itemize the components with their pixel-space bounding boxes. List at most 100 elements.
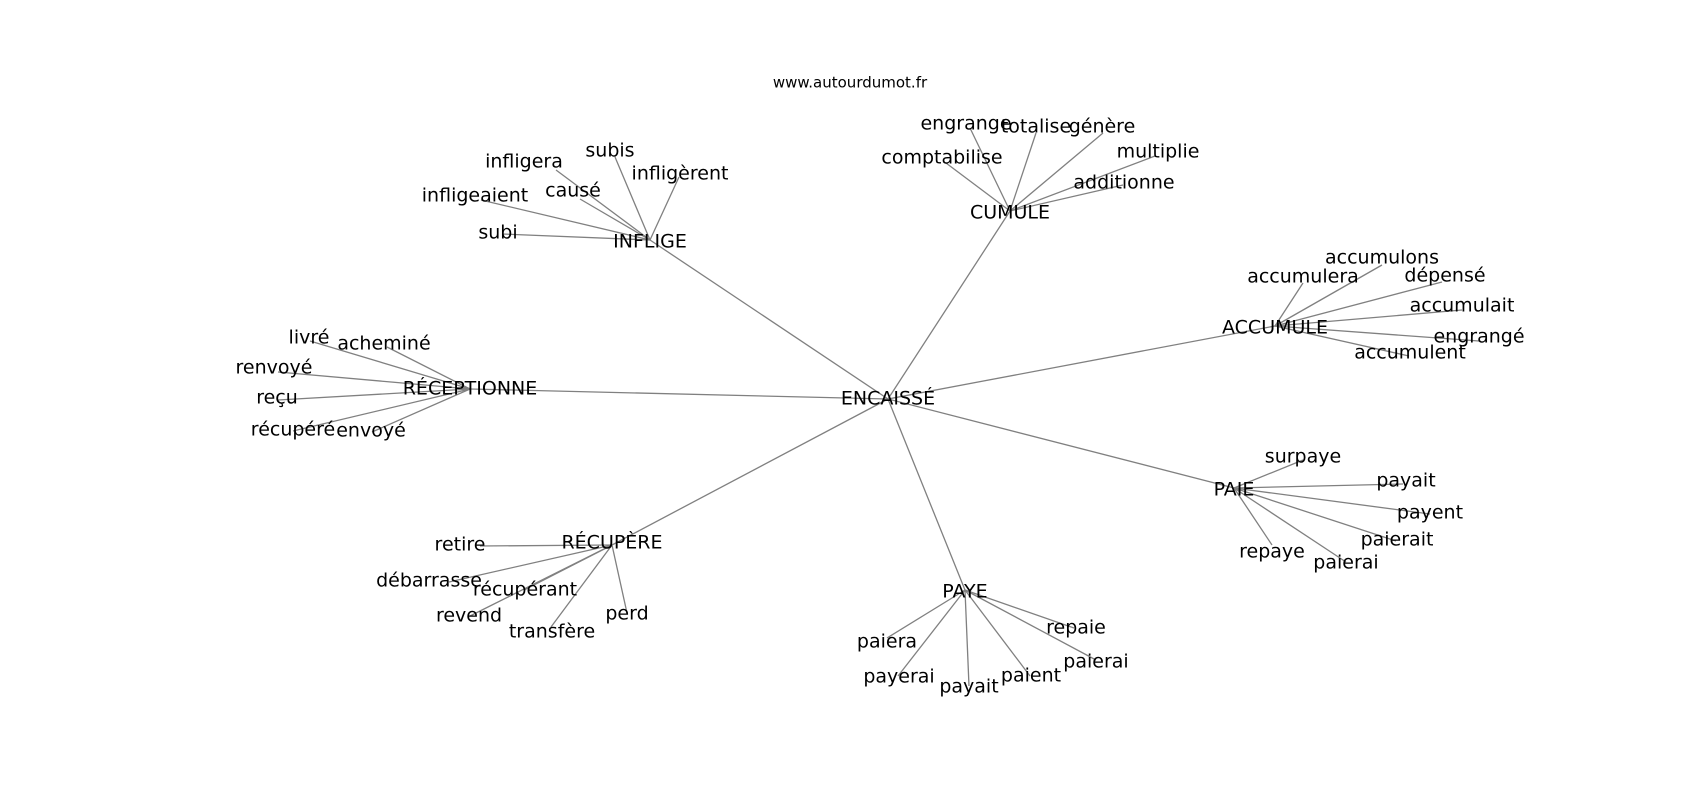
leaf-word[interactable]: payait [1376,470,1435,492]
edge-hub-to-leaf [1233,487,1347,563]
edge-hub-to-leaf [1274,325,1480,342]
leaf-word[interactable]: infligeaient [422,185,528,207]
edge-hub-to-leaf [897,589,966,677]
edge-hub-to-leaf [1009,184,1124,212]
edge-center-to-hub [887,398,966,591]
edge-hub-to-leaf [555,169,651,241]
edge-hub-to-leaf [1233,483,1404,489]
edge-hub-to-leaf [964,589,1097,661]
leaf-word[interactable]: infligèrent [632,163,729,185]
edge-hub-to-leaf [1233,487,1397,542]
labels-layer: www.autourdumot.fr subis infligera infligè… [236,74,1525,698]
leaf-word[interactable]: livré [289,327,330,349]
leaf-word[interactable]: accumulent [1354,342,1466,364]
edge-hub-to-leaf [371,388,471,433]
leaf-word[interactable]: surpaye [1265,446,1341,468]
leaf-word[interactable]: dépensé [1404,265,1485,287]
hub-word[interactable]: RÉCUPÈRE [561,531,662,554]
edge-center-to-hub [649,239,889,400]
hub-word[interactable]: RÉCEPTIONNE [403,377,538,400]
edge-hub-to-leaf [1233,487,1273,546]
edge-hub-to-leaf [964,589,970,687]
edge-hub-to-leaf [964,589,1075,629]
edge-hub-to-leaf [964,589,1031,677]
leaf-word[interactable]: paierait [1361,529,1434,551]
leaf-word[interactable]: repaye [1239,541,1305,563]
leaf-word[interactable]: payerai [863,666,934,688]
edge-hub-to-leaf [1274,264,1383,327]
edge-hub-to-leaf [1009,155,1156,212]
leaf-word[interactable]: perd [605,603,648,625]
edge-hub-to-leaf [469,544,613,617]
edge-center-to-hub [887,325,1276,400]
leaf-word[interactable]: repaie [1046,617,1106,639]
edge-hub-to-leaf [1274,281,1443,327]
edge-hub-to-leaf [277,371,471,390]
edge-center-to-hub [611,398,889,546]
edge-hub-to-leaf [292,388,471,432]
hub-word[interactable]: CUMULE [970,202,1050,224]
edges-layer [277,127,1480,687]
leaf-word[interactable]: revend [436,605,502,627]
leaf-word[interactable]: récupéré [251,419,335,441]
leaf-word[interactable]: additionne [1073,172,1174,194]
edge-hub-to-leaf [480,199,651,241]
leaf-word[interactable]: envoyé [336,420,406,442]
edge-hub-to-leaf [579,198,651,241]
leaf-word[interactable]: multiplie [1117,141,1200,163]
edge-hub-to-leaf [448,544,613,583]
center-word: ENCAISSÉ [841,387,935,410]
edge-hub-to-leaf [614,156,651,241]
leaf-word[interactable]: causé [545,180,601,202]
leaf-word[interactable]: renvoyé [236,357,313,379]
leaf-word[interactable]: acheminé [337,333,430,355]
hub-word[interactable]: INFLIGE [613,231,687,253]
hub-word[interactable]: ACCUMULE [1222,317,1328,339]
leaf-word[interactable]: paiera [857,631,917,653]
leaf-word[interactable]: paient [1001,665,1061,687]
edge-center-to-hub [887,210,1011,400]
edge-hub-to-leaf [501,233,651,241]
edge-center-to-hub [469,388,889,400]
leaf-word[interactable]: paierai [1313,552,1378,574]
edge-hub-to-leaf [945,162,1011,212]
edge-hub-to-leaf [309,340,471,390]
leaf-word[interactable]: génère [1069,116,1136,138]
edge-hub-to-leaf [611,544,628,614]
leaf-word[interactable]: paierai [1063,651,1128,673]
leaf-word[interactable]: accumulait [1410,295,1515,317]
leaf-word[interactable]: récupérant [473,579,577,601]
edge-center-to-hub [887,398,1235,489]
edge-hub-to-leaf [479,544,613,547]
leaf-word[interactable]: transfère [509,621,595,643]
leaf-word[interactable]: engrange [920,113,1011,135]
leaf-word[interactable]: accumulera [1247,266,1359,288]
leaf-word[interactable]: infligera [485,151,563,173]
leaf-word[interactable]: engrangé [1433,326,1524,348]
edge-hub-to-leaf [1233,487,1431,515]
edge-hub-to-leaf [649,176,680,241]
leaf-word[interactable]: subi [478,222,517,244]
source-url: www.autourdumot.fr [773,74,928,92]
leaf-word[interactable]: débarrasse [376,570,482,592]
edge-hub-to-leaf [1233,459,1304,489]
leaf-word[interactable]: payait [939,676,998,698]
edge-hub-to-leaf [277,388,471,401]
hub-word[interactable]: PAYE [942,581,987,603]
leaf-word[interactable]: totalise [1001,116,1071,138]
edge-hub-to-leaf [550,544,613,628]
edge-hub-to-leaf [1274,325,1410,357]
edge-hub-to-leaf [1009,132,1037,212]
leaf-word[interactable]: reçu [256,387,298,409]
leaf-word[interactable]: accumulons [1325,247,1439,269]
leaf-word[interactable]: retire [435,534,486,556]
edge-hub-to-leaf [386,346,471,390]
leaf-word[interactable]: comptabilise [881,147,1002,169]
edge-hub-to-leaf [1009,132,1104,212]
hub-word[interactable]: PAIE [1214,479,1255,501]
leaf-word[interactable]: subis [585,140,634,162]
edge-hub-to-leaf [1274,282,1304,327]
edge-hub-to-leaf [969,127,1011,212]
leaf-word[interactable]: payent [1397,502,1463,524]
